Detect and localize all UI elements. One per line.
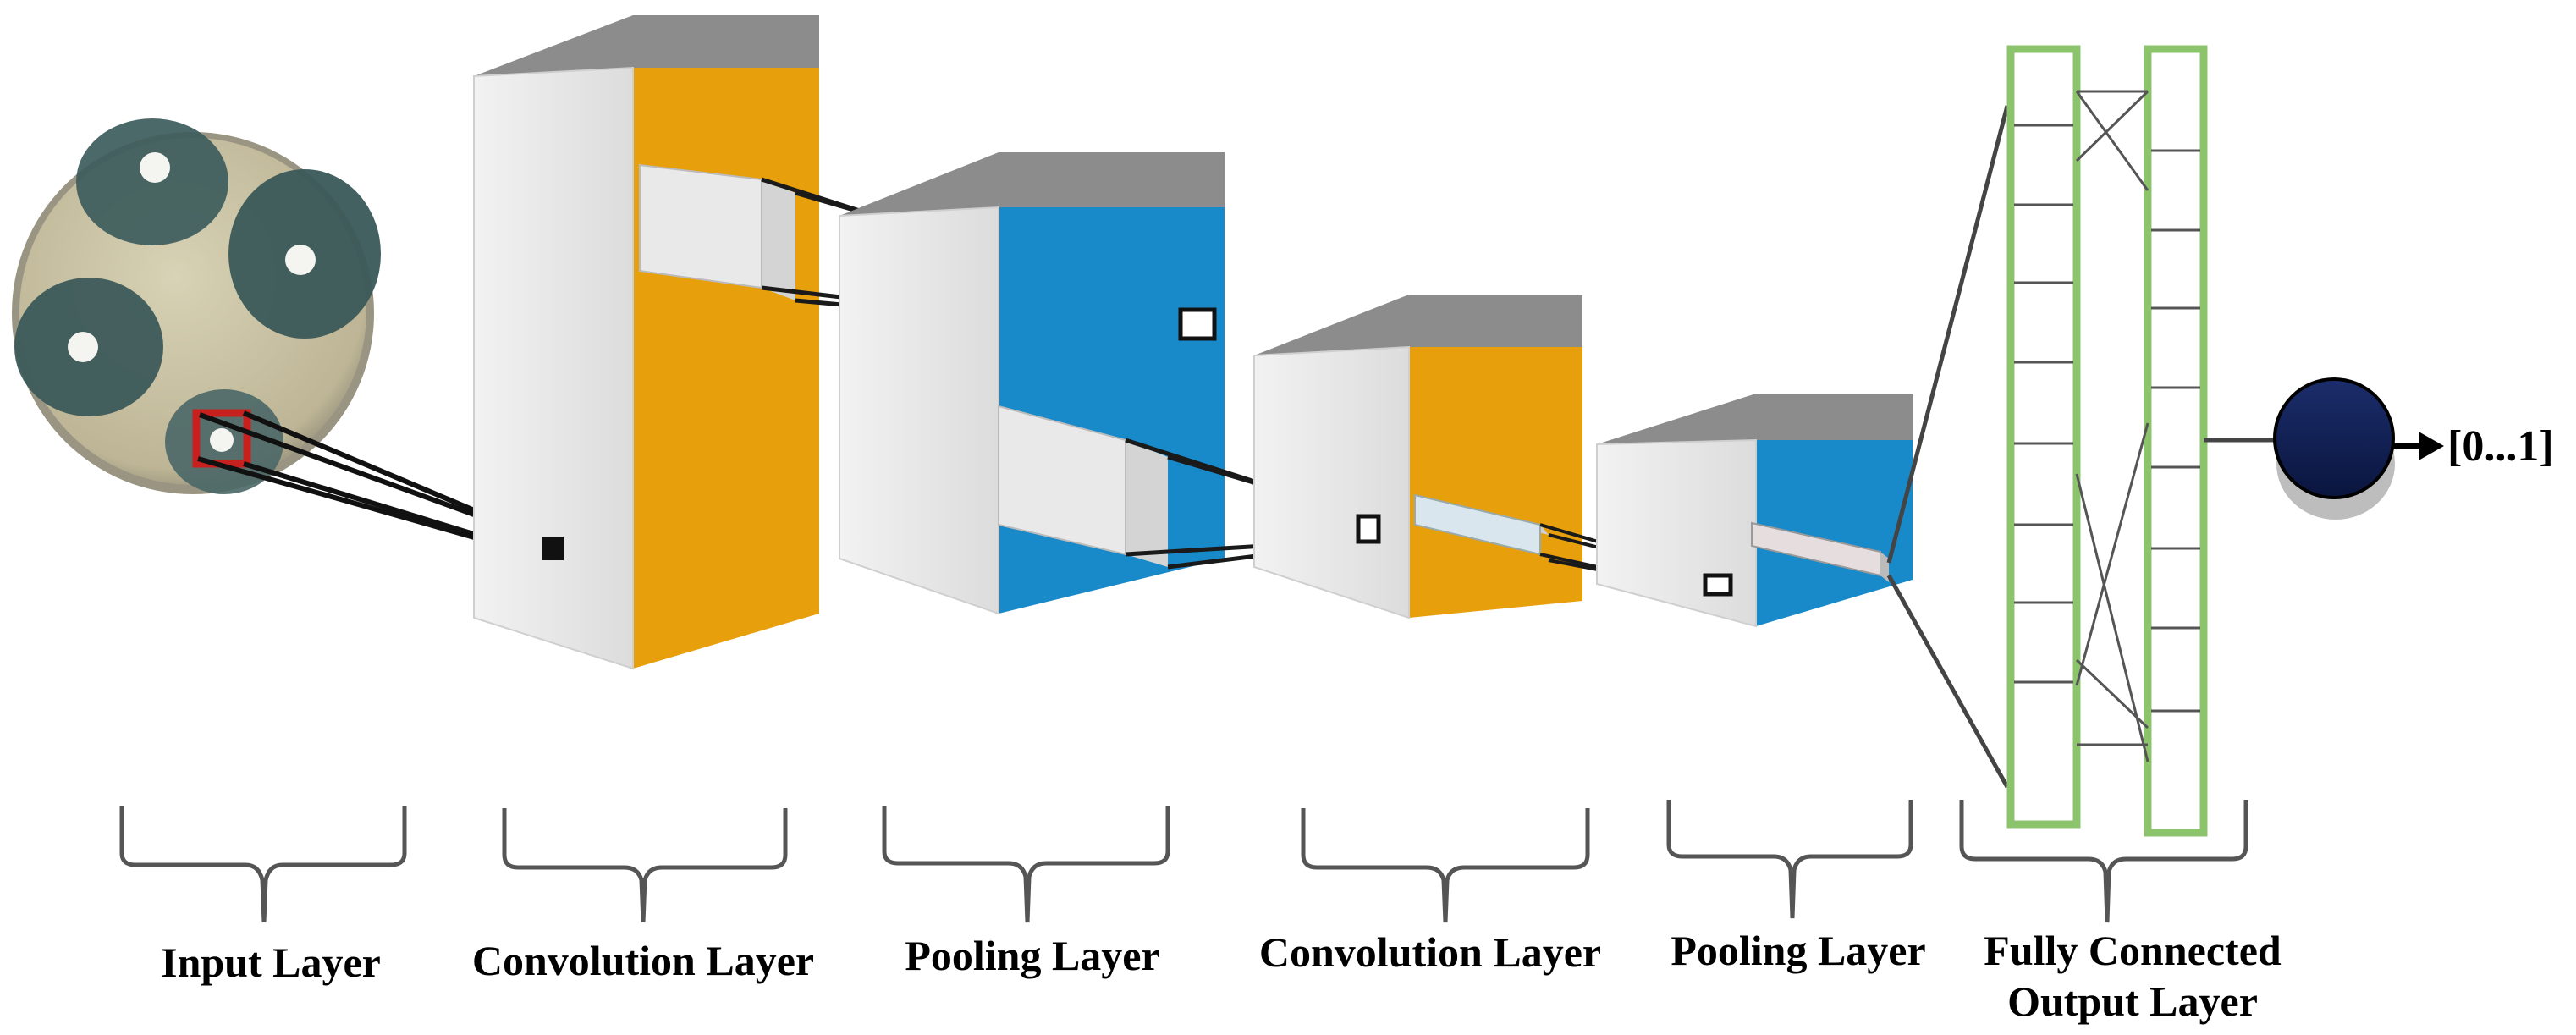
pool-layer-1-block xyxy=(839,152,1225,615)
pool2-to-fc-lines xyxy=(1886,105,2010,789)
bracket-fc xyxy=(1959,800,2248,923)
pool-layer-1-label: Pooling Layer xyxy=(905,932,1160,979)
output-range-label: [0...1] xyxy=(2447,422,2554,471)
pool-layer-2-block xyxy=(1596,394,1913,628)
petri-dish-icon xyxy=(12,118,381,494)
fc-cross-connections xyxy=(2075,90,2149,762)
fc-column-2 xyxy=(2144,45,2208,837)
conv-layer-1-block xyxy=(473,15,819,670)
fc-layer-label-line-2: Output Layer xyxy=(2007,977,2258,1025)
bracket-pool2 xyxy=(1666,800,1913,919)
arrow-right-icon xyxy=(2393,432,2444,460)
fc-layer-label-line-1: Fully Connected xyxy=(1984,927,2282,974)
bracket-pool1 xyxy=(882,806,1170,923)
input-layer-label: Input Layer xyxy=(161,939,381,986)
bracket-conv1 xyxy=(502,808,788,923)
bracket-input xyxy=(119,806,407,923)
conv-layer-2-block xyxy=(1253,295,1582,619)
conv-layer-2-label: Convolution Layer xyxy=(1258,928,1602,976)
output-node-icon xyxy=(2273,377,2395,520)
conv-layer-1-label: Convolution Layer xyxy=(471,937,815,984)
pool-layer-2-label: Pooling Layer xyxy=(1671,927,1926,974)
bracket-conv2 xyxy=(1301,808,1590,923)
fc-column-1 xyxy=(2006,45,2081,829)
